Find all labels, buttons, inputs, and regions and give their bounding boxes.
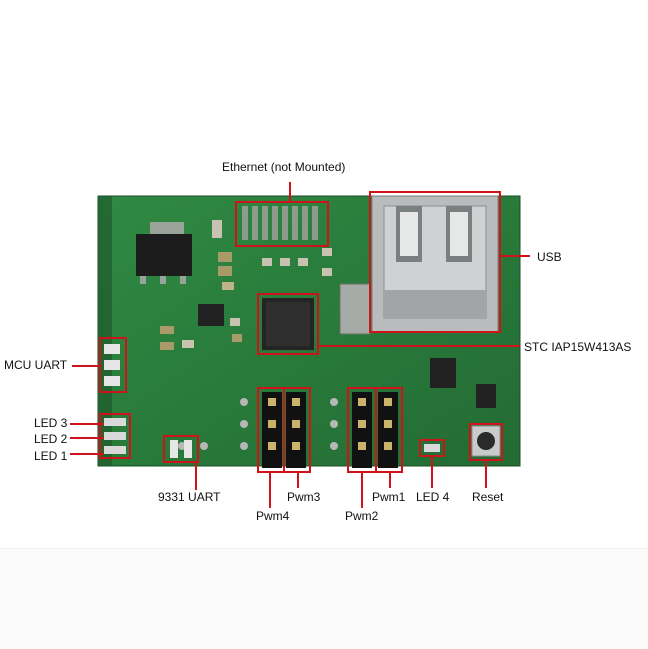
usb-label: USB bbox=[537, 250, 562, 264]
pwm3-label: Pwm3 bbox=[287, 490, 321, 504]
smd-components bbox=[160, 220, 332, 350]
reset-button bbox=[471, 425, 501, 457]
usb-box bbox=[369, 191, 501, 333]
led4-label: LED 4 bbox=[416, 490, 450, 504]
reset-label: Reset bbox=[472, 490, 504, 504]
metal-pad bbox=[339, 283, 371, 335]
uart-9331-pads bbox=[170, 440, 192, 458]
led-pads bbox=[104, 418, 126, 454]
usb-connector bbox=[371, 195, 499, 333]
small-chip bbox=[198, 304, 224, 326]
regulator bbox=[136, 222, 192, 284]
callout-boxes bbox=[99, 191, 503, 473]
led-box bbox=[99, 413, 131, 459]
ethernet-label: Ethernet (not Mounted) bbox=[222, 160, 346, 174]
uart-9331-label: 9331 UART bbox=[158, 490, 221, 504]
mcu-uart-pads bbox=[104, 344, 120, 386]
led4-pad bbox=[424, 444, 440, 452]
header-pins bbox=[268, 398, 392, 450]
pcb-edge-strip bbox=[98, 196, 112, 466]
callout-lines bbox=[70, 182, 530, 508]
small-chip-3 bbox=[476, 384, 496, 408]
led2-label: LED 2 bbox=[34, 432, 68, 446]
pwm1-label: Pwm1 bbox=[372, 490, 406, 504]
ethernet-box bbox=[235, 201, 329, 247]
uart-9331-box bbox=[163, 435, 199, 463]
ethernet-pads bbox=[242, 206, 318, 240]
mcu-uart-label: MCU UART bbox=[4, 358, 68, 372]
small-chip-2 bbox=[430, 358, 456, 388]
pwm4-label: Pwm4 bbox=[256, 509, 290, 523]
led1-label: LED 1 bbox=[34, 449, 68, 463]
stc-box bbox=[257, 293, 319, 355]
pin-headers bbox=[262, 392, 398, 468]
stc-label: STC IAP15W413AS bbox=[524, 340, 632, 354]
bottom-band bbox=[0, 548, 648, 649]
pwm2-label: Pwm2 bbox=[345, 509, 379, 523]
led3-label: LED 3 bbox=[34, 416, 68, 430]
